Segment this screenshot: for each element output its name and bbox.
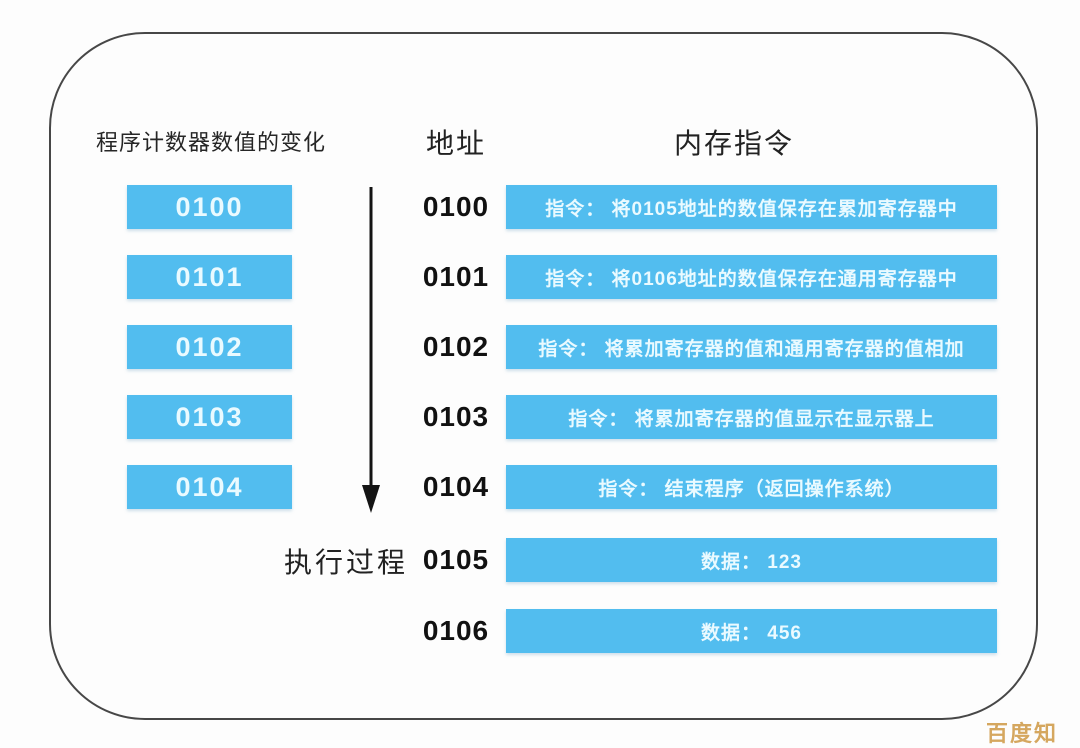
program-counter-box: 0103 (127, 395, 292, 439)
program-counter-box: 0101 (127, 255, 292, 299)
address-label: 0105 (422, 544, 490, 575)
program-counter-box: 0100 (127, 185, 292, 229)
rounded-border-frame (49, 32, 1038, 720)
memory-cell-box: 指令： 将0106地址的数值保存在通用寄存器中 (506, 255, 997, 299)
program-counter-box: 0104 (127, 465, 292, 509)
watermark-label: 百度知道 (986, 721, 1059, 746)
memory-instruction-column-header: 内存指令 (673, 128, 794, 159)
address-label: 0100 (422, 191, 490, 222)
memory-cell-box: 指令： 将累加寄存器的值和通用寄存器的值相加 (506, 325, 997, 369)
address-label: 0102 (422, 331, 490, 362)
down-arrow-icon (362, 187, 380, 513)
address-label: 0103 (422, 401, 490, 432)
memory-cell-box: 指令： 结束程序（返回操作系统） (506, 465, 997, 509)
program-counter-title: 程序计数器数值的变化 (96, 130, 327, 155)
program-counter-box: 0102 (127, 325, 292, 369)
address-label: 0101 (422, 261, 490, 292)
address-label: 0104 (422, 471, 490, 502)
memory-cell-box: 数据： 456 (506, 609, 997, 653)
memory-cell-box: 指令： 将累加寄存器的值显示在显示器上 (506, 395, 997, 439)
address-label: 0106 (422, 615, 490, 646)
memory-cell-box: 指令： 将0105地址的数值保存在累加寄存器中 (506, 185, 997, 229)
memory-cell-box: 数据： 123 (506, 538, 997, 582)
address-column-header: 地址 (425, 128, 486, 159)
execution-process-label: 执行过程 (284, 547, 409, 578)
